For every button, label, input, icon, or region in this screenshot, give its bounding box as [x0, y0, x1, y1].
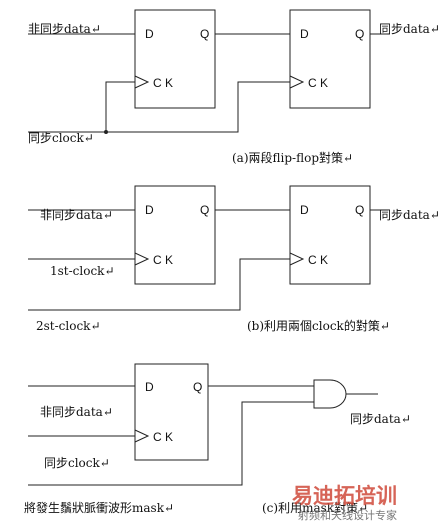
circuit-b-ff1-q-pin: Q [200, 203, 209, 217]
circuit-b-flipflop-2 [289, 185, 371, 285]
circuit-a-ff2-q-pin: Q [355, 27, 364, 41]
circuit-b-caption: (b)利用兩個clock的對策↵ [247, 318, 390, 333]
circuit-b-clock1-label: 1st-clock↵ [50, 264, 115, 278]
circuit-a-ff1-d-pin: D [145, 27, 154, 41]
circuit-a-ff2-d-pin: D [300, 27, 309, 41]
circuit-c-and-gate [313, 379, 347, 409]
circuit-a-ff1-ck-pin: C K [153, 76, 173, 90]
watermark: 易迪拓培训 射频和天线设计专家 [292, 484, 397, 522]
circuit-a-ff1-q-pin: Q [200, 27, 209, 41]
circuit-a-flipflop-2 [289, 9, 371, 109]
watermark-text: 易迪拓培训 [292, 484, 397, 508]
circuit-c-ff-d-pin: D [145, 380, 154, 394]
circuit-a-clock-junction [104, 130, 108, 134]
circuit-a-ff2-clock-triangle [289, 75, 305, 89]
circuit-c-ff-q-pin: Q [193, 380, 202, 394]
circuit-c-flipflop [134, 363, 209, 461]
circuit-a-caption: (a)兩段flip-flop對策↵ [232, 150, 353, 165]
circuit-b-ff2-clock-triangle [289, 252, 305, 266]
circuit-a-output-label: 同步data↵ [379, 22, 440, 36]
circuit-b-input-label: 非同步data↵ [40, 208, 113, 222]
circuit-a-ff2-ck-pin: C K [308, 76, 328, 90]
watermark-subtext: 射频和天线设计专家 [298, 508, 397, 522]
circuit-b-clock2-label: 2st-clock↵ [36, 319, 101, 333]
circuit-c-ff-clock-triangle [134, 429, 150, 443]
circuit-b-flipflop-1 [134, 185, 216, 285]
circuit-a-flipflop-1 [134, 9, 216, 109]
circuit-a-clock-branch [105, 81, 135, 132]
circuit-a-ff1-clock-triangle [134, 75, 150, 89]
circuit-c-ff-ck-pin: C K [153, 430, 173, 444]
circuit-b-ff1-d-pin: D [145, 203, 154, 217]
circuit-b-ff1-clock-triangle [134, 252, 150, 266]
circuit-a-input-label: 非同步data↵ [28, 22, 101, 36]
circuit-a-clock-label: 同步clock↵ [28, 131, 94, 145]
circuit-b-ff2-d-pin: D [300, 203, 309, 217]
circuit-b: D Q C K D Q C K 非同步data↵ 同步data↵ 1st-clo… [28, 185, 440, 333]
circuit-c-mask-label: 將發生鬚狀脈衝波形mask↵ [24, 500, 174, 515]
circuit-c-clock-label: 同步clock↵ [44, 456, 110, 470]
circuit-a-clock-wire [28, 81, 290, 133]
circuit-a: D Q C K D Q C K 非同步data↵ 同步data↵ 同步clock… [28, 9, 440, 165]
circuit-b-ff1-ck-pin: C K [153, 253, 173, 267]
circuit-c: D Q C K 非同步data↵ 同步clock↵ 同步data↵ 將發生鬚狀脈… [24, 363, 411, 515]
circuit-c-caption: (c)利用mask對策↵ [262, 501, 368, 515]
circuit-b-ff2-ck-pin: C K [308, 253, 328, 267]
circuit-b-output-label: 同步data↵ [379, 208, 440, 222]
circuit-c-input-label: 非同步data↵ [40, 405, 113, 419]
circuit-c-mask-wire [28, 401, 314, 486]
circuit-b-clock2-wire [28, 258, 290, 311]
circuit-c-output-label: 同步data↵ [350, 412, 411, 426]
circuit-b-ff2-q-pin: Q [355, 203, 364, 217]
